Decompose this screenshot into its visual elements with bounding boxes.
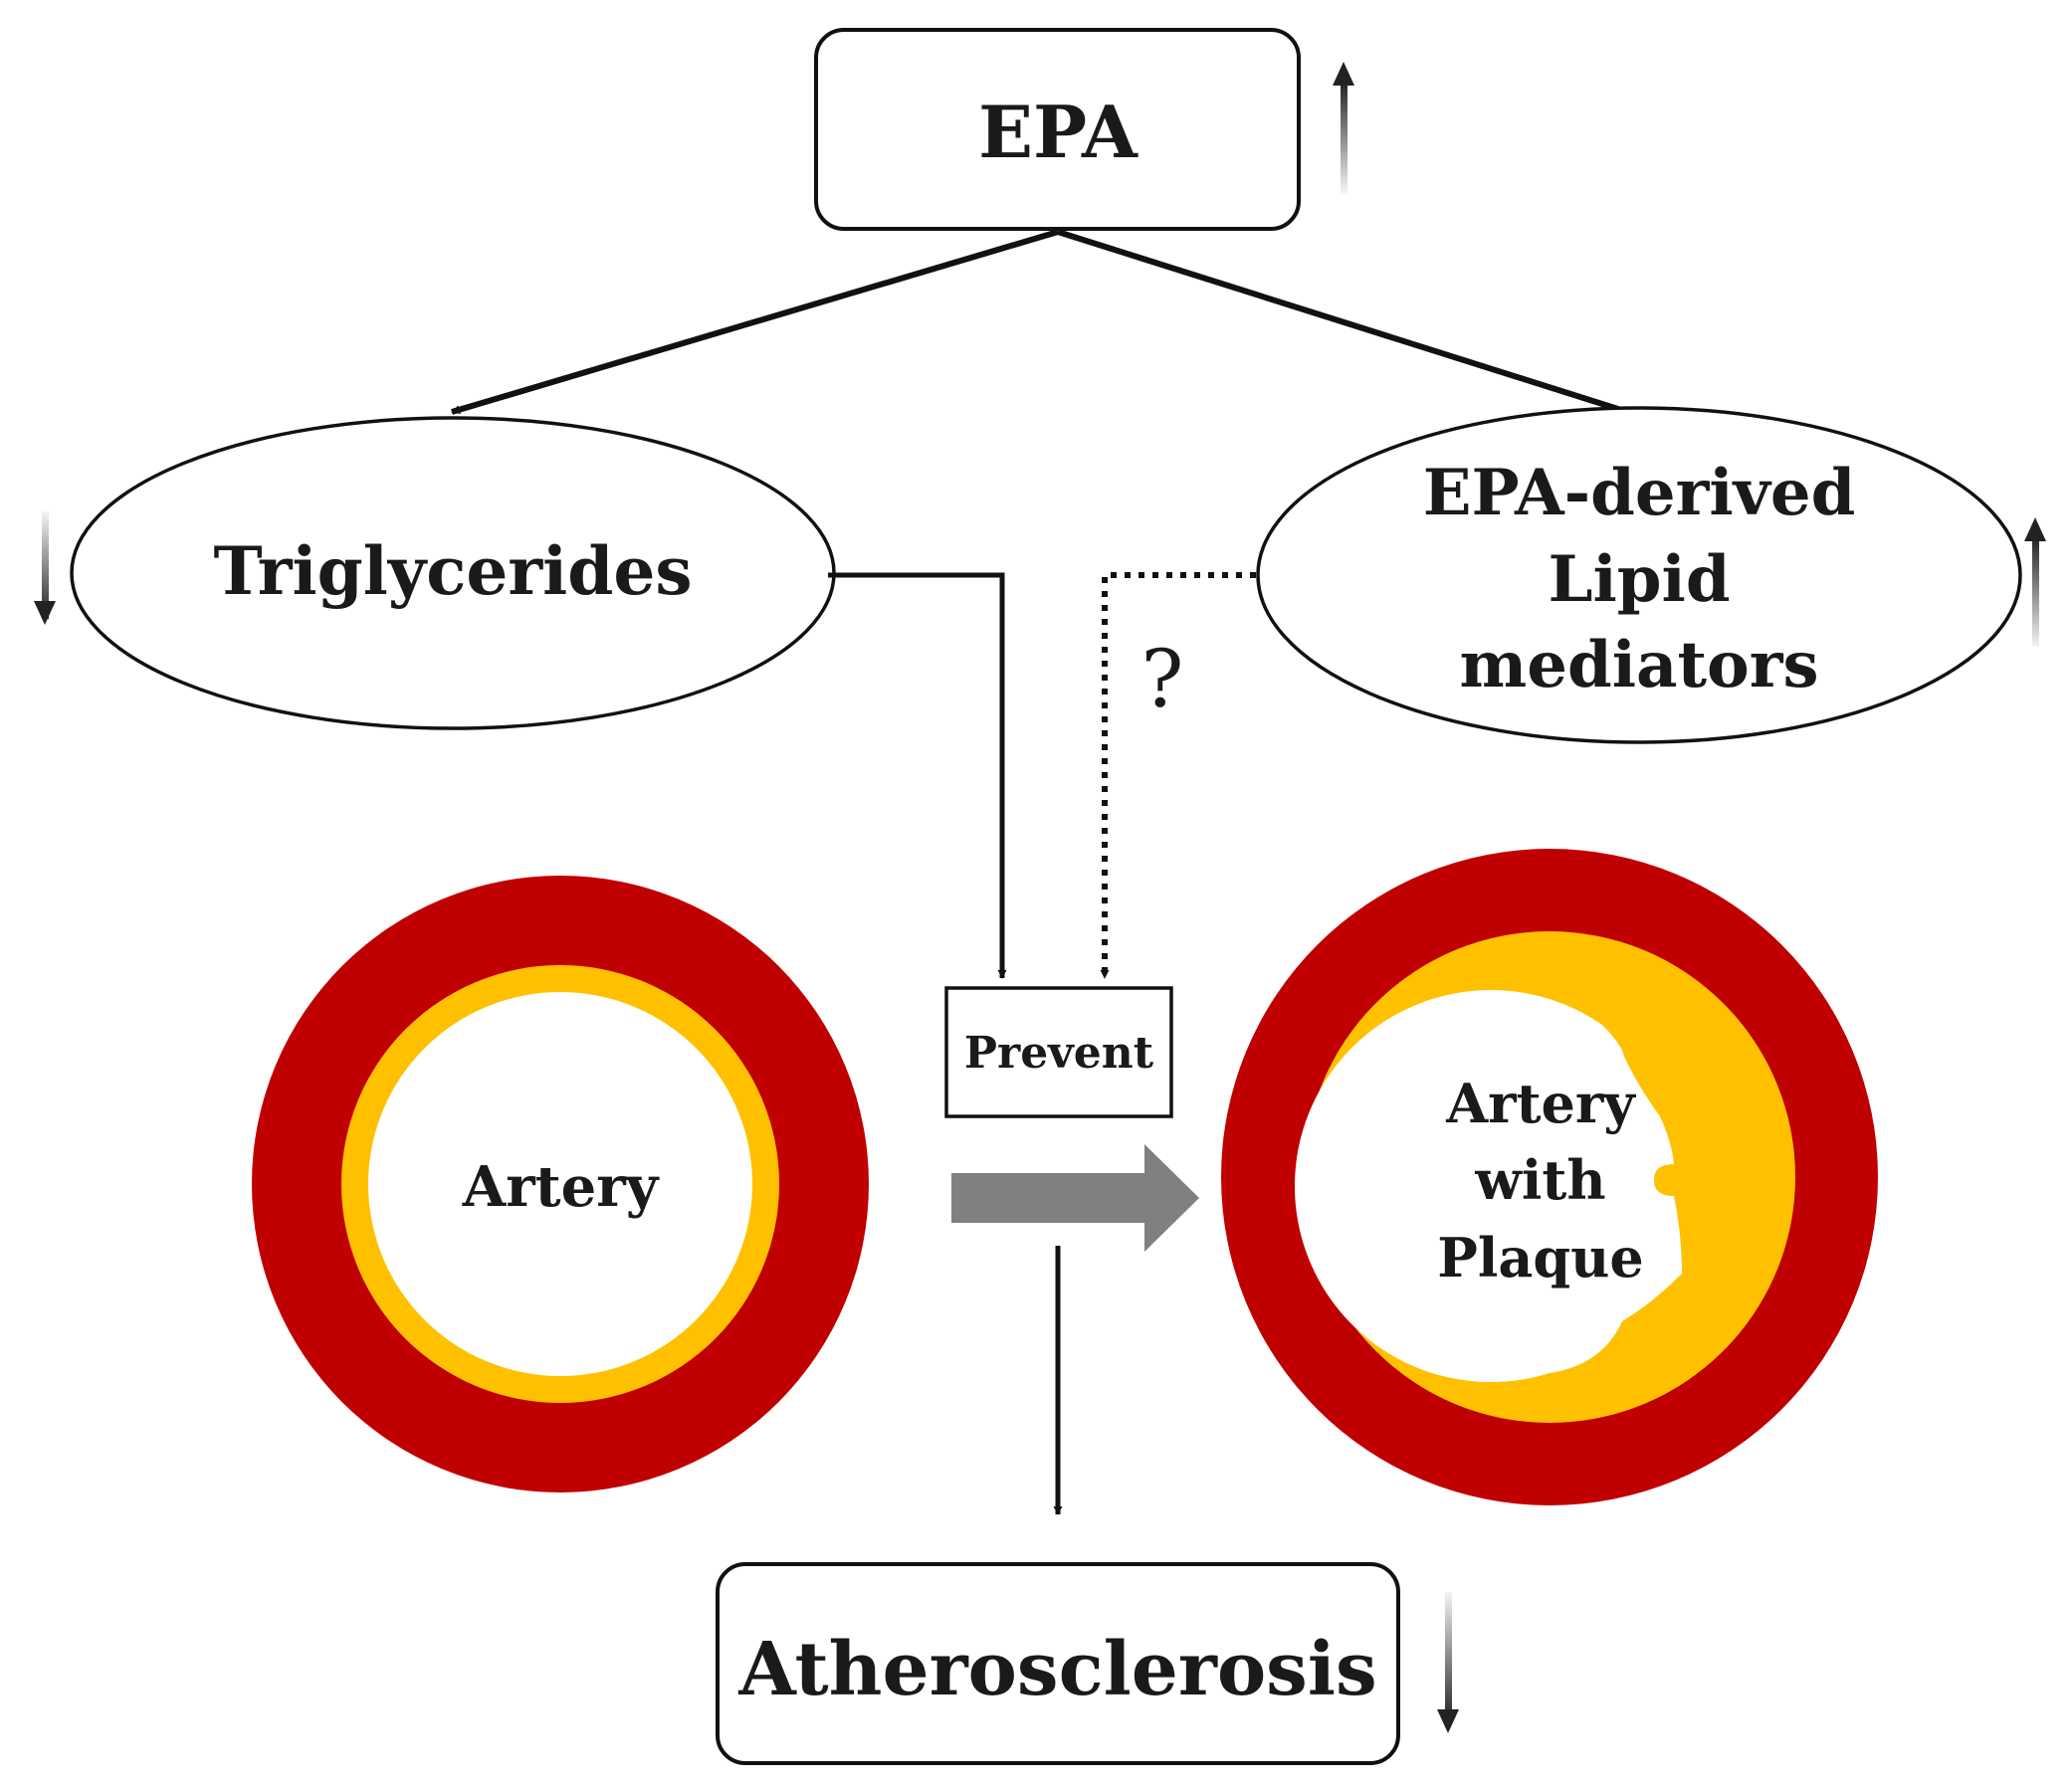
epa-node: EPA — [814, 28, 1301, 231]
lipid-mediators-node: EPA-derived Lipid mediators — [1256, 406, 2022, 744]
arrow-mediators-to-prevent — [1100, 572, 1256, 979]
prevent-label: Prevent — [964, 1028, 1154, 1079]
plaque-artery-line-2: with — [1474, 1148, 1605, 1212]
lipid-mediators-line-1: EPA-derived — [1423, 456, 1856, 530]
lipid-mediators-line-2: Lipid — [1548, 542, 1730, 617]
atherosclerosis-label: Atherosclerosis — [737, 1627, 1376, 1712]
epa-increase-arrow-icon — [1333, 62, 1354, 193]
arrow-epa-to-mediators — [1057, 229, 1641, 419]
atherosclerosis-decrease-arrow-icon — [1437, 1592, 1459, 1733]
atherosclerosis-node: Atherosclerosis — [716, 1562, 1400, 1765]
prevent-node: Prevent — [944, 986, 1173, 1118]
artery-lumen — [368, 992, 752, 1376]
plaque-lumen — [1294, 990, 1682, 1383]
plaque-artery-line-3: Plaque — [1437, 1226, 1643, 1290]
progression-arrow-icon — [951, 1144, 1199, 1252]
question-mark: ? — [1141, 633, 1184, 725]
healthy-artery-label: Artery — [462, 1154, 660, 1220]
plaque-artery-line-1: Artery — [1445, 1072, 1636, 1135]
plaque-artery: Artery with Plaque — [1221, 849, 1878, 1505]
healthy-artery: Artery — [252, 876, 869, 1492]
lipid-mediators-line-3: mediators — [1460, 628, 1819, 702]
triglycerides-label: Triglycerides — [213, 532, 692, 610]
arrow-epa-to-triglycerides — [451, 229, 1059, 415]
triglycerides-decrease-arrow-icon — [34, 511, 56, 625]
mediators-increase-arrow-icon — [2024, 517, 2046, 647]
triglycerides-node: Triglycerides — [70, 416, 836, 730]
arrow-triglycerides-to-prevent — [828, 572, 1007, 979]
epa-label: EPA — [978, 90, 1139, 174]
